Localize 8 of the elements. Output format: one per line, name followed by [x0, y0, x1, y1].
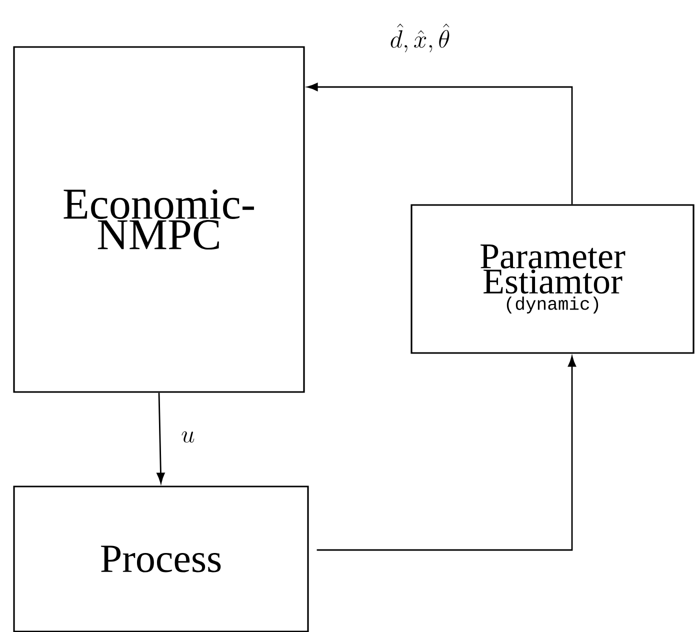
arrow [316, 356, 576, 551]
edge-label: $u$ [180, 430, 196, 444]
arrow [156, 392, 165, 484]
arrow [307, 82, 573, 204]
process-box: Economic- NMPC [13, 46, 305, 393]
process-box: Parameter Estiamtor (dynamic) [410, 204, 694, 354]
process-box: Process [13, 486, 309, 632]
edge-label: $\hat{d}, \hat{x}, \hat{\theta}$ [388, 22, 452, 54]
